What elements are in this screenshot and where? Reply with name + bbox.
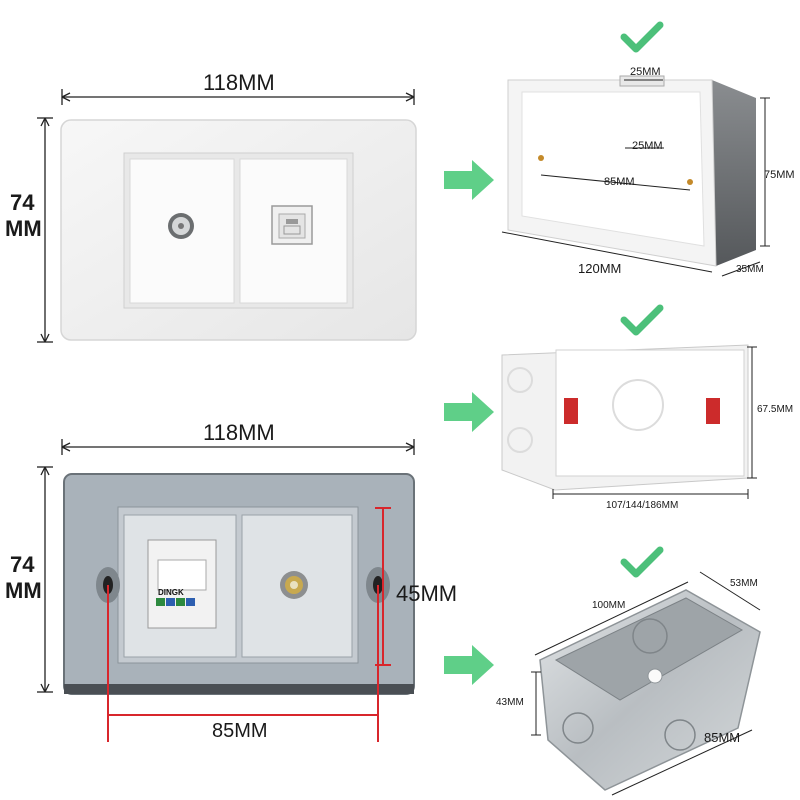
hole-spacing-label: 85MM [212,720,268,742]
check-icon [620,21,664,53]
arrow-right-icon [444,160,494,200]
bottom-height-label-number: 74 [10,552,35,577]
top-wall-plate [60,119,417,341]
coax-socket-icon [168,213,194,239]
hole-height-label: 45MM [396,581,458,606]
phone-jack-icon [271,205,313,245]
top-height-label-unit: MM [5,216,42,241]
plastic-box-gray [507,75,756,267]
rear-coax-connector [280,571,308,599]
check-icon [620,546,664,578]
top-width-dimension [61,89,415,105]
gray-box-length-label: 120MM [578,261,622,276]
bottom-height-label-unit: MM [5,578,42,603]
plastic-box-white [501,344,749,491]
top-width-label: 118MM [203,70,275,95]
arrow-right-icon [444,645,494,685]
gray-box-dimensions [501,79,770,277]
gray-box-depth-label: 35MM [736,264,764,275]
check-icon [620,304,664,336]
white-box-length-label: 107/144/186MM [606,500,679,511]
bottom-height-dimension [37,466,53,693]
gray-box-height-label: 75MM [764,169,795,181]
white-box-height-label: 67.5MM [757,404,794,415]
keystone-brand: DINGK [158,588,184,597]
metal-box-dimensions [531,571,761,796]
arrow-right-icon [444,392,494,432]
white-box-dimensions [552,346,757,499]
bottom-width-label: 118MM [203,420,275,445]
gray-box-screw-spacing-label: 85MM [604,176,635,188]
metal-box-bottom-label: 85MM [704,730,741,745]
metal-box [539,589,761,791]
metal-box-width-label: 53MM [730,578,758,589]
keystone-module [147,539,217,629]
top-height-label-number: 74 [10,190,35,215]
gray-box-top-slot-label: 25MM [630,66,661,78]
metal-box-length-label: 100MM [592,600,626,611]
bottom-wall-plate-rear [63,473,415,695]
bottom-width-dimension [61,439,415,455]
metal-box-height-label: 43MM [496,697,524,708]
hole-spacing-dimension [107,585,379,742]
top-height-dimension [37,117,53,343]
gray-box-inner-slot-label: 25MM [632,140,663,152]
